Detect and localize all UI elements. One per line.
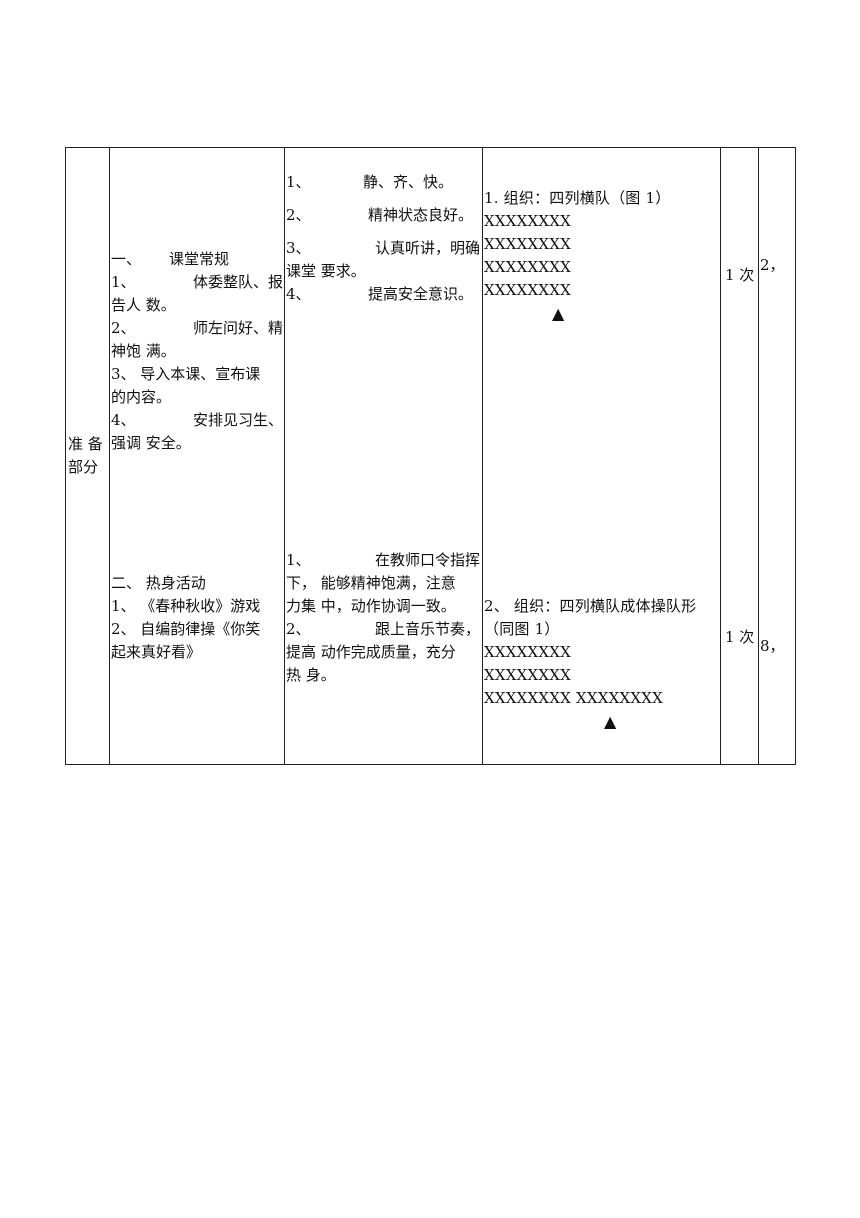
formation-row: XXXXXXXX [484, 666, 572, 684]
times-value: 1 次 [725, 628, 755, 646]
content-item-line: 4、安排见习生、 [111, 411, 283, 429]
content-item-line: 起来真好看》 [111, 643, 202, 661]
organization-block-2: 2、 组织：四列横队成体操队形 （同图 1） XXXXXXXX XXXXXXXX… [484, 595, 696, 734]
content-item-line: 2、 自编韵律操《你笑 [111, 620, 261, 638]
requirement-line: 课堂 要求。 [286, 262, 366, 280]
formation-row: XXXXXXXX [484, 235, 572, 253]
requirements-block-2: 1、在教师口令指挥 下， 能够精神饱满，注意 力集 中，动作协调一致。 2、跟上… [286, 549, 480, 687]
duration-value: 2， [760, 256, 785, 274]
formation-row: XXXXXXXX [484, 258, 572, 276]
content-cell: 一、课堂常规 1、体委整队、报 告人 数。 2、师左问好、精 神饱 满。 3、 … [109, 147, 285, 765]
times-cell: 1 次 1 次 [720, 147, 759, 765]
content-item-line: 的内容。 [111, 388, 172, 406]
requirement-line: 提高 动作完成质量，充分 [286, 643, 456, 661]
requirement-line: 热 身。 [286, 666, 336, 684]
formation-row: XXXXXXXX [484, 643, 572, 661]
requirement-line: 3、认真听讲，明确 [286, 239, 480, 257]
organization-subtitle: （同图 1） [484, 620, 560, 638]
section-label-line2: 部分 [68, 458, 99, 476]
times-value: 1 次 [725, 266, 755, 284]
section-label-cell: 准 备 部分 [65, 147, 110, 765]
requirement-line: 1、在教师口令指挥 [286, 551, 480, 569]
content-item-line: 2、师左问好、精 [111, 319, 283, 337]
requirement-line: 力集 中，动作协调一致。 [286, 597, 456, 615]
duration-value: 8， [760, 637, 785, 655]
content-item-line: 1、 《春种秋收》游戏 [111, 597, 261, 615]
section-label-line1: 准 备 [68, 435, 103, 453]
content-item-line: 3、 导入本课、宣布课 [111, 365, 261, 383]
organization-cell: 1. 组织：四列横队（图 1） XXXXXXXX XXXXXXXX XXXXXX… [482, 147, 721, 765]
teacher-triangle-icon: ▲ [604, 712, 617, 731]
teacher-triangle-icon: ▲ [552, 304, 565, 323]
organization-title: 2、 组织：四列横队成体操队形 [484, 597, 697, 615]
formation-row: XXXXXXXX [484, 281, 572, 299]
requirement-line: 2、跟上音乐节奏， [286, 620, 480, 638]
duration-cell: 2， 8， [758, 147, 796, 765]
requirement-line: 2、精神状态良好。 [286, 206, 473, 224]
content-block-routine: 一、课堂常规 1、体委整队、报 告人 数。 2、师左问好、精 神饱 满。 3、 … [111, 248, 283, 455]
content-item-line: 告人 数。 [111, 296, 176, 314]
requirements-cell: 1、静、齐、快。 2、精神状态良好。 3、认真听讲，明确 课堂 要求。 4、提高… [284, 147, 483, 765]
formation-row: XXXXXXXX [484, 212, 572, 230]
content-item-line: 神饱 满。 [111, 342, 176, 360]
lesson-plan-table: 准 备 部分 一、课堂常规 1、体委整队、报 告人 数。 2、师左问好、精 神饱… [65, 147, 796, 765]
organization-block-1: 1. 组织：四列横队（图 1） XXXXXXXX XXXXXXXX XXXXXX… [484, 187, 670, 326]
content-item-line: 1、体委整队、报 [111, 273, 283, 291]
content-block-warmup: 二、 热身活动 1、 《春种秋收》游戏 2、 自编韵律操《你笑 起来真好看》 [111, 572, 283, 664]
content-title-warmup: 二、 热身活动 [111, 574, 206, 592]
requirement-line: 4、提高安全意识。 [286, 285, 473, 303]
formation-row: XXXXXXXX XXXXXXXX [484, 689, 664, 707]
content-item-line: 强调 安全。 [111, 434, 191, 452]
requirement-line: 1、静、齐、快。 [286, 173, 453, 191]
requirements-block-1: 1、静、齐、快。 2、精神状态良好。 3、认真听讲，明确 课堂 要求。 4、提高… [286, 171, 480, 306]
requirement-line: 下， 能够精神饱满，注意 [286, 574, 456, 592]
content-title-routine: 一、课堂常规 [111, 250, 229, 268]
organization-title: 1. 组织：四列横队（图 1） [484, 189, 671, 207]
